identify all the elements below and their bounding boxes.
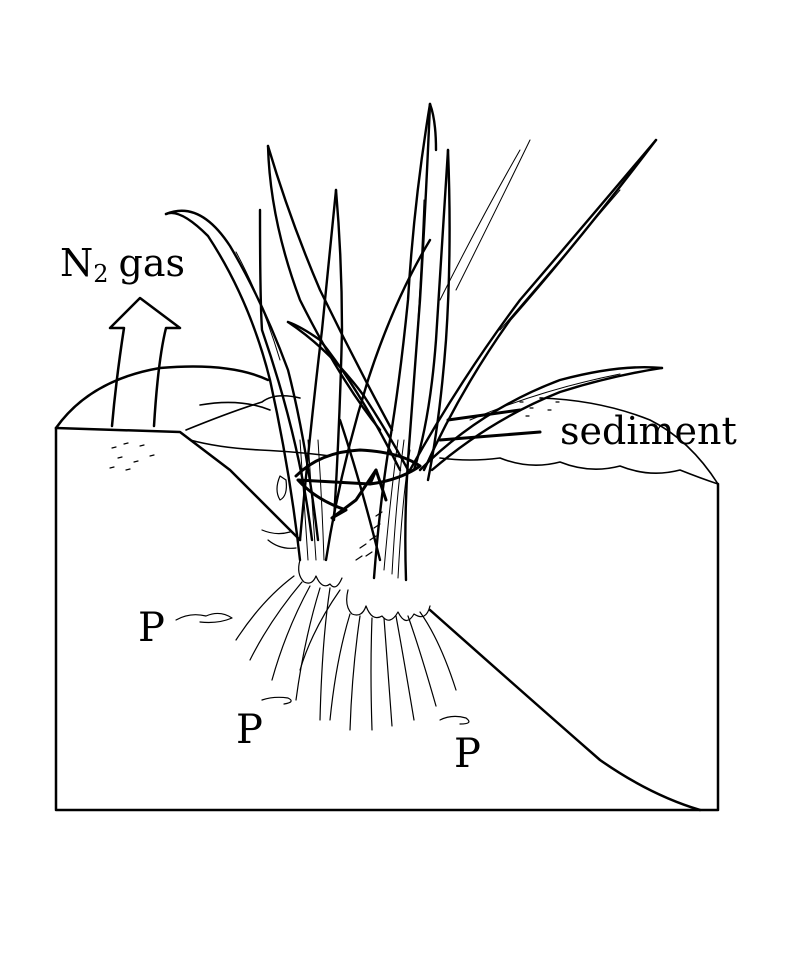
phosphorus-markers xyxy=(175,612,470,725)
sediment-label: sediment xyxy=(560,409,737,453)
phosphorus-label: P xyxy=(236,707,263,753)
soil-block xyxy=(54,365,720,812)
n2-subscript: 2 xyxy=(93,260,109,288)
debris xyxy=(261,475,383,561)
root-system xyxy=(235,559,457,731)
n2-suffix: gas xyxy=(118,241,186,285)
phosphorus-label: P xyxy=(138,605,165,651)
phosphorus-label: P xyxy=(454,731,481,777)
n2-main: N xyxy=(60,241,94,285)
circular-flow-arrow-icon xyxy=(294,448,422,520)
upward-arrow-icon xyxy=(108,296,182,428)
plant-leaves xyxy=(164,102,664,582)
n2-gas-label: N2 gas xyxy=(60,244,185,286)
